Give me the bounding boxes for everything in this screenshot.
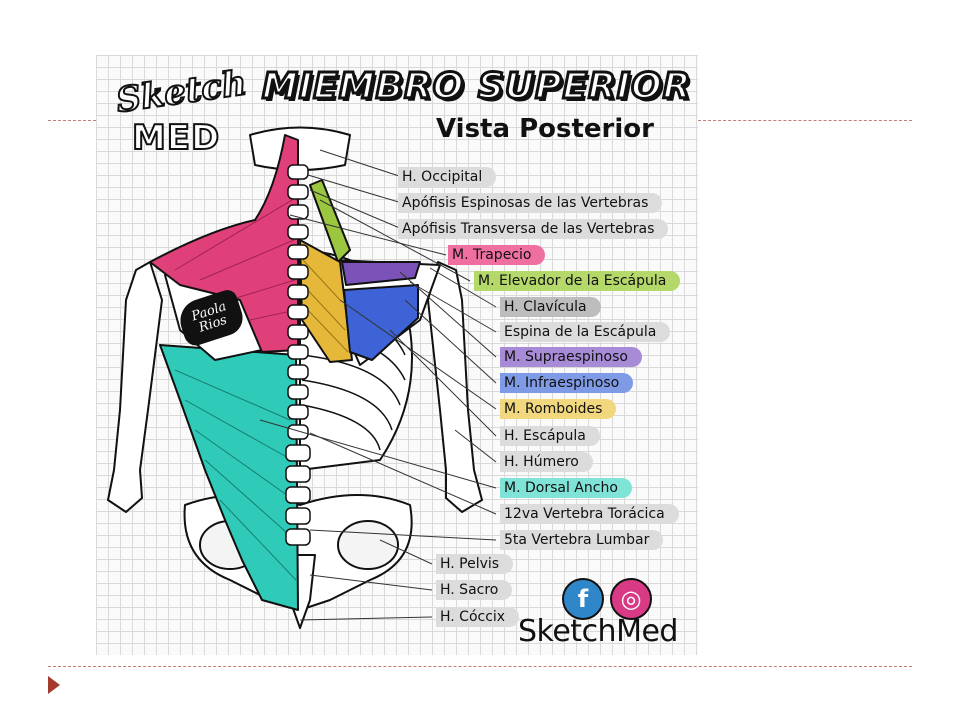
label-pelvis: H. Pelvis: [436, 554, 514, 574]
label-espina-escapula: Espina de la Escápula: [500, 322, 671, 342]
facebook-icon[interactable]: f: [562, 578, 604, 620]
page-subtitle: Vista Posterior: [436, 114, 654, 144]
trapecio-muscle: [149, 134, 299, 353]
label-apofisis-transversa: Apófisis Transversa de las Vertebras: [398, 219, 669, 239]
label-humero: H. Húmero: [500, 452, 593, 472]
label-elevador: M. Elevador de la Escápula: [474, 271, 681, 291]
label-romboides: M. Romboides: [500, 399, 617, 419]
label-clavicula: H. Clavícula: [500, 297, 601, 317]
label-trapecio: M. Trapecio: [448, 245, 546, 265]
label-12va-toracica: 12va Vertebra Torácica: [500, 504, 679, 524]
label-coccix: H. Cóccix: [436, 607, 520, 627]
brand-name: SketchMed: [518, 614, 678, 649]
label-occipital: H. Occipital: [398, 167, 497, 187]
instagram-icon[interactable]: ◎: [610, 578, 652, 620]
label-infraespinoso: M. Infraespinoso: [500, 373, 634, 393]
bullet-arrow-icon: [48, 676, 60, 694]
spine: [285, 164, 311, 546]
right-humerus: [427, 261, 483, 513]
facebook-glyph: f: [577, 585, 589, 613]
guide-line-top-left: [48, 120, 96, 121]
dorsal-ancho-muscle: [159, 344, 299, 611]
logo-med: MED: [131, 117, 221, 159]
guide-line-bottom: [48, 666, 912, 667]
instagram-glyph: ◎: [620, 585, 642, 613]
label-5ta-lumbar: 5ta Vertebra Lumbar: [500, 530, 664, 550]
page-title: MIEMBRO SUPERIOR: [261, 65, 693, 109]
label-dorsal-ancho: M. Dorsal Ancho: [500, 478, 632, 498]
label-supraespinoso: M. Supraespinoso: [500, 347, 642, 367]
label-escapula: H. Escápula: [500, 426, 600, 446]
guide-line-top-right: [698, 120, 912, 121]
supraespinoso-muscle: [341, 261, 421, 286]
label-sacro: H. Sacro: [436, 580, 513, 600]
leader-lines: [259, 149, 497, 621]
skull-base: [249, 126, 351, 171]
label-apofisis-espinosas: Apófisis Espinosas de las Vertebras: [398, 193, 663, 213]
left-humerus: [107, 261, 163, 513]
